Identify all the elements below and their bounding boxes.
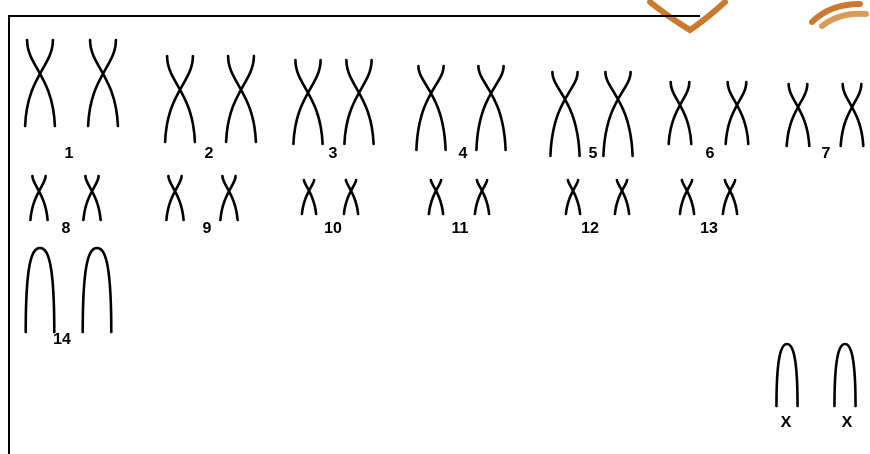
chromosome-label-2: 2 (205, 145, 214, 162)
chromosome-6-a (669, 82, 692, 144)
chromosome-13-a (680, 180, 694, 214)
chromosome-label-14: 14 (53, 331, 71, 348)
chromosome-2-b (226, 56, 256, 142)
chromosome-label-9: 9 (203, 220, 212, 237)
chromosome-10-a (302, 180, 316, 214)
chromosome-5-a (550, 72, 579, 156)
chromosome-1-a (25, 40, 55, 126)
chromosome-label-X: X (781, 414, 792, 431)
chromosome-6-b (726, 82, 749, 144)
chromosome-12-a (566, 180, 580, 214)
chromosome-10-b (344, 180, 358, 214)
chromosome-7-a (787, 84, 810, 146)
chromosome-label-3: 3 (329, 145, 338, 162)
chromosome-4-a (416, 66, 445, 150)
chromosome-5-b (603, 72, 632, 156)
chromosome-label-4: 4 (459, 145, 468, 162)
chromosome-1-b (88, 40, 118, 126)
chromosome-label-X-b: X (842, 414, 853, 431)
chromosome-13-b (723, 180, 737, 214)
chromosome-9-b (220, 176, 237, 220)
chromosome-label-10: 10 (324, 220, 342, 237)
chromosome-label-7: 7 (822, 145, 831, 162)
chromosome-8-b (83, 176, 100, 220)
chromosome-3-b (344, 60, 373, 144)
chromosome-label-13: 13 (700, 220, 718, 237)
chromosome-9-a (166, 176, 183, 220)
chromosome-3-a (293, 60, 322, 144)
chromosome-2-a (165, 56, 195, 142)
chromosome-4-b (476, 66, 505, 150)
chromosome-X-a (776, 344, 797, 406)
chromosome-8-a (30, 176, 47, 220)
chromosome-12-b (615, 180, 629, 214)
chromosome-label-8: 8 (62, 220, 71, 237)
chromosome-label-5: 5 (589, 145, 598, 162)
chromosome-7-b (841, 84, 864, 146)
chromosome-14-b (83, 248, 112, 332)
chromosome-11-b (475, 180, 489, 214)
chromosome-label-11: 11 (452, 220, 469, 237)
chromosome-label-1: 1 (65, 145, 74, 162)
chromosome-X-b (834, 344, 855, 406)
chromosome-11-a (429, 180, 443, 214)
chromosome-14-a (26, 248, 55, 332)
chromosome-label-6: 6 (706, 145, 715, 162)
chromosome-label-12: 12 (581, 220, 599, 237)
